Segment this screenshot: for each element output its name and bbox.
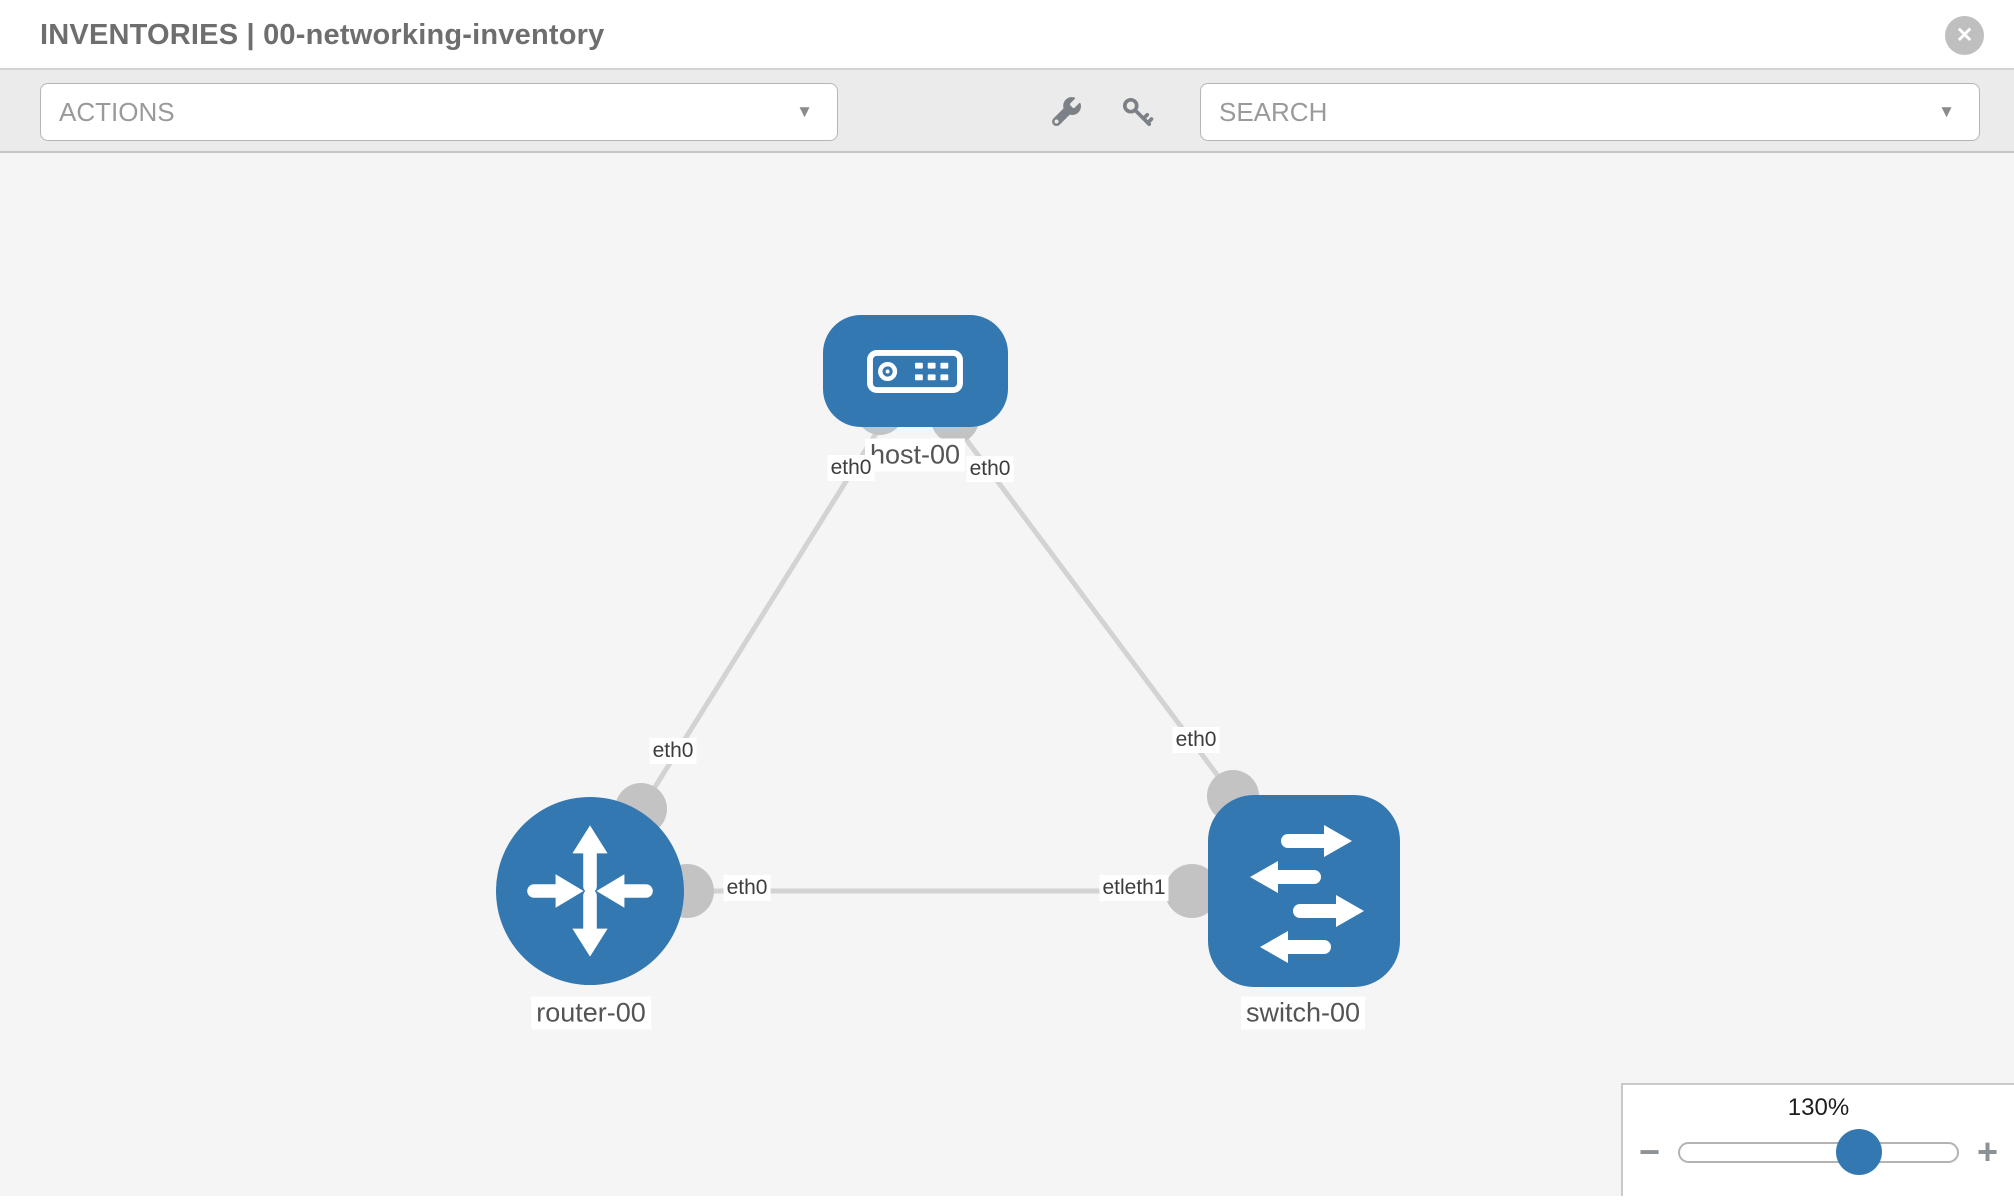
chevron-down-icon: ▼ — [796, 102, 813, 121]
search-dropdown-label: SEARCH — [1219, 96, 1328, 127]
wrench-icon[interactable] — [1049, 95, 1083, 129]
node-host-00[interactable] — [823, 315, 1008, 427]
node-switch-00[interactable] — [1208, 795, 1400, 987]
zoom-in-button[interactable]: + — [1976, 1131, 1998, 1172]
chevron-down-icon: ▼ — [1938, 102, 1955, 121]
if-label-switch-eth0-top: eth0 — [1172, 727, 1220, 753]
actions-dropdown[interactable]: ACTIONS ▼ — [40, 83, 838, 141]
switch-icon — [1250, 825, 1364, 963]
if-label-router-eth0-right: eth0 — [723, 875, 771, 901]
host-node-label: host-00 — [864, 438, 966, 472]
toolbar: ACTIONS ▼ SEARCH ▼ — [0, 70, 2014, 153]
close-icon[interactable]: ✕ — [1945, 16, 1984, 55]
zoom-slider[interactable] — [1678, 1129, 1959, 1175]
if-label-switch-eth1-left: etleth1 — [1099, 875, 1169, 901]
if-label-host-eth0-left: eth0 — [827, 455, 875, 481]
zoom-out-button[interactable]: − — [1639, 1131, 1661, 1172]
host-icon — [867, 349, 963, 394]
router-node-label: router-00 — [531, 996, 651, 1030]
node-router-00[interactable] — [496, 797, 684, 985]
router-icon — [527, 825, 653, 957]
if-label-host-eth0-right: eth0 — [966, 456, 1014, 482]
page-title: INVENTORIES | 00-networking-inventory — [40, 19, 605, 51]
zoom-level-value: 130% — [1787, 1094, 1850, 1121]
key-icon[interactable] — [1120, 95, 1154, 129]
actions-dropdown-label: ACTIONS — [59, 96, 175, 127]
if-label-router-eth0-top: eth0 — [649, 738, 697, 764]
zoom-slider-thumb[interactable] — [1835, 1129, 1882, 1175]
zoom-panel: 130% − + — [1621, 1083, 2014, 1196]
topology-graph — [496, 315, 1400, 987]
header: INVENTORIES | 00-networking-inventory ✕ — [0, 0, 2014, 70]
search-dropdown[interactable]: SEARCH ▼ — [1200, 83, 1980, 141]
port-switch-eth1-left[interactable] — [1165, 864, 1219, 918]
switch-node-label: switch-00 — [1240, 996, 1366, 1030]
topology-canvas[interactable]: host-00 router-00 switch-00 eth0 eth0 et… — [0, 153, 2014, 1196]
